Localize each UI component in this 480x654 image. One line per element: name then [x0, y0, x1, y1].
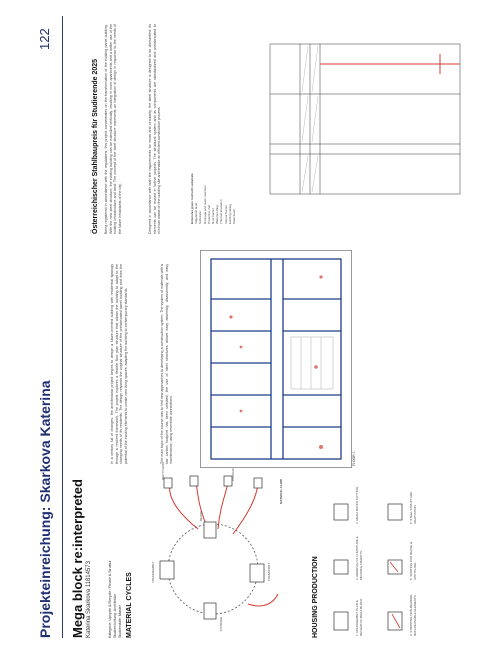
intro-paragraph: The main topic of the course was to find… [160, 264, 174, 464]
cycle-label: TRANSPORT [267, 562, 271, 582]
red-mark [239, 345, 243, 349]
housing-step: 3. MEGA BLOCK CUTTING [355, 486, 359, 524]
figure-caption: FLOOR 1 [352, 451, 356, 466]
housing-step: 4. STRIPPING NON-BEARING NON-REUSABLE EL… [409, 594, 417, 636]
section-housing-production: HOUSING PRODUCTION [312, 556, 319, 638]
flow-arrow [217, 481, 229, 530]
housing-step: 2. REMOVAL OF FURNITURE & MOVABLE OBJECT… [355, 536, 363, 580]
storage-icon [203, 602, 217, 620]
project-title: Mega block re:interpreted [70, 479, 85, 638]
flow-arrow [169, 483, 199, 530]
detail-frame [269, 43, 461, 195]
construction-detail-drawing [269, 43, 461, 195]
material-legend-title: MATERIAL FLOW [279, 479, 283, 504]
prize-paragraph: Designed in accordance with both the req… [148, 24, 162, 234]
housing-steps-diagram [333, 503, 403, 631]
production-icon [223, 475, 233, 487]
outer-wall [210, 258, 342, 460]
red-mark [314, 365, 318, 369]
prize-paragraph: Being registered in accordance with the … [104, 24, 122, 234]
project-author: Katerina Skarkova 11814573 [86, 561, 92, 638]
header-rule [62, 16, 63, 638]
housing-step: 5. SORTING FOR REUSE & UPCYCLING [409, 541, 417, 580]
building-icon [159, 560, 175, 580]
intro-paragraph: In a century full of changes, the archit… [110, 264, 128, 464]
reuse-icon [189, 475, 199, 487]
material-cycle-diagram [159, 475, 279, 620]
section-material-cycles: MATERIAL CYCLES [126, 572, 133, 638]
step-3-icon [333, 503, 349, 521]
cycle-label: STORAGE [219, 616, 223, 632]
prize-title: Österreichischer Stahlbaupreis für Studi… [92, 58, 99, 234]
header-title: Projekteinreichung: Skarkova Katerina [37, 380, 53, 638]
detail-legend: Extensive green roof with substrate Vege… [190, 173, 236, 224]
landfill-icon [253, 477, 263, 489]
housing-step: 6. STEEL STRUCTURE ADAPTATION [409, 491, 417, 524]
transport-icon [249, 563, 265, 583]
step-6-icon [387, 503, 403, 521]
category-line: Studienstufe: Master [118, 605, 122, 638]
stair-core [290, 336, 334, 390]
red-marker [389, 561, 399, 573]
page-number: 122 [37, 28, 52, 50]
flow-arrow [247, 593, 279, 607]
step-2-icon [333, 559, 349, 575]
housing-step: 1. DISASSEMBLY PLAN & REVIEW OF MEGA BLO… [355, 598, 363, 636]
floor-plan [200, 250, 352, 468]
floor-plan-drawing [210, 258, 342, 460]
cycle-label: DISASSEMBLY [151, 561, 155, 583]
tools-icon [203, 521, 217, 539]
red-mark [319, 275, 323, 279]
red-mark [229, 315, 233, 319]
project-categories: Kategorie: Upcycle & Recycle / Reuse & S… [108, 560, 123, 638]
step-4-icon [387, 611, 403, 631]
red-mark [239, 409, 243, 413]
step-1-icon [333, 611, 349, 631]
cycle-label: REUSE [199, 510, 203, 522]
red-mark [319, 445, 323, 449]
red-marker [391, 613, 401, 629]
step-5-icon [387, 559, 403, 575]
detail-legend-item: Steel beam [232, 208, 237, 224]
recycle-icon [163, 477, 173, 489]
flow-arrow [232, 483, 259, 535]
construction-detail [260, 16, 470, 214]
